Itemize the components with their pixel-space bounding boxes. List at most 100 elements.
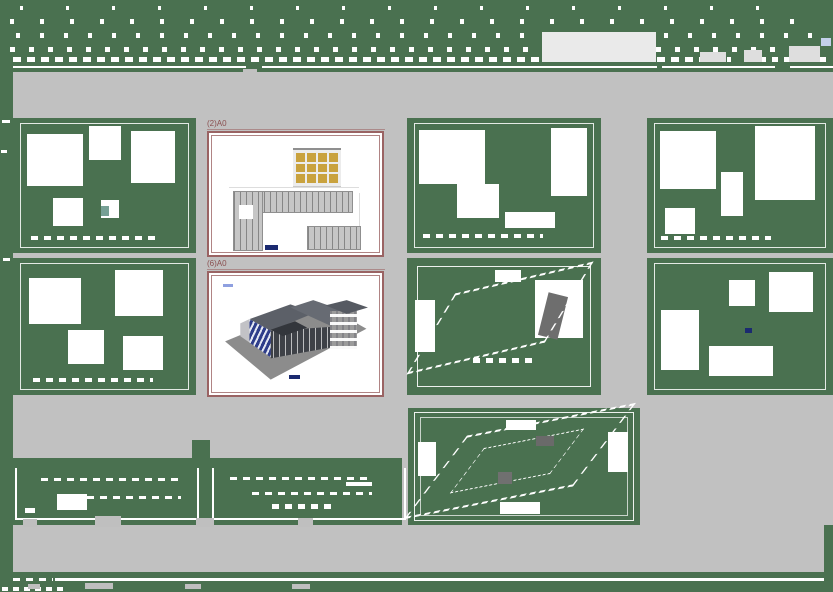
title-mark-navy [265,245,278,250]
courtyard-cut [239,205,253,219]
fragment-dashes [252,492,372,495]
view-window-slab-2[interactable] [404,402,640,525]
fragment-patch [419,130,485,184]
ribbon-button-remnant [744,50,762,62]
taskbar-blob [298,518,313,527]
elevation-thumbnail [293,148,341,188]
fragment-dashes [661,236,771,240]
fragment-dashes [423,234,543,238]
bottom-window-ghost-b[interactable] [212,468,406,520]
fragment-patch [755,126,815,200]
ribbon-speckle-row [16,33,816,38]
sheet-page[interactable] [207,131,384,257]
fragment-patch [495,270,521,282]
fragment-dashes [473,358,535,363]
fragment-patch [500,502,540,514]
ribbon-bottom-line [13,66,246,68]
fragment-patch [665,208,695,234]
fragment-patch [25,508,35,513]
taskbar-blob [196,518,214,527]
fragment-patch [769,272,813,312]
ribbon-button-remnant [700,52,726,62]
sheet-page[interactable] [207,271,384,397]
fragment-patch [551,128,587,196]
dimension-line [229,187,359,188]
fragment-patch [457,184,499,218]
ribbon-bottom-line [662,66,775,68]
floor-plan-left-wing [233,191,263,251]
fragment-dashes [31,236,161,240]
fragment-teal [101,206,109,216]
fragment-patch [418,442,436,476]
canvas-notch [192,440,210,458]
bottom-grey-bit [185,584,201,589]
bottom-grey-bit [292,584,310,589]
3d-building-view [219,281,371,387]
bottom-fragment-dashes [2,587,68,591]
taskbar-line-dashes [13,578,53,581]
fragment-patch [608,432,628,472]
fragment-patch [709,346,773,376]
sheet-label-rule [207,269,385,270]
fragment-blue [223,284,233,287]
fragment-patch [506,420,536,430]
dark-mass-remnant [536,436,554,446]
fragment-patch [53,198,83,226]
view-window-ghost-1[interactable] [13,118,196,253]
ribbon-bottom-line [790,66,833,68]
bottom-grey-bit [28,584,40,589]
dark-mass-remnant [498,472,512,484]
taskbar-blob [95,516,121,527]
fragment-patch [729,280,755,306]
fragment-patch [3,258,10,261]
view-window-ghost-8[interactable] [647,258,833,395]
fragment-patch [115,270,163,316]
bottom-window-ghost-a[interactable] [15,468,199,520]
fragment-dashes [33,378,153,382]
fragment-patch [415,300,435,352]
sheet-preview-2a0[interactable]: (2)A0 [205,116,385,257]
sheet-label: (6)A0 [207,259,227,268]
ribbon-bottom-line [262,66,657,68]
ribbon-speckle-row [13,57,731,62]
fragment-patch [29,278,81,324]
fragment-dashes [272,504,332,509]
fragment-patch [68,330,104,364]
bottom-grey-bit [85,583,113,589]
fragment-patch [1,150,7,153]
ribbon-button-remnant [789,46,820,62]
floor-plan-right-wing [307,226,361,250]
taskbar-line [55,578,824,581]
view-window-ghost-5[interactable] [13,258,196,395]
fragment-patch [505,212,555,228]
fragment-patch [660,131,716,189]
status-band-remnant [13,525,824,572]
sheet-label: (2)A0 [207,119,227,128]
fragment-patch [89,126,121,160]
fragment-blue [821,38,831,46]
fragment-patch [2,120,10,123]
view-window-slab-1[interactable] [406,258,601,395]
ribbon-panel-remnant [542,32,656,62]
side-wall-left [240,319,250,343]
view-window-ghost-4[interactable] [647,118,833,253]
fragment-patch [661,310,699,370]
fragment-dashes [41,478,181,481]
fragment-patch [721,172,743,216]
tower-block [329,310,358,349]
view-window-ghost-3[interactable] [407,118,601,253]
fragment-patch [123,336,163,370]
fragment-patch [27,134,83,186]
dimension-line [359,193,360,247]
fragment-patch [346,482,372,486]
ribbon-speckle-row [10,19,815,24]
bottom-left-transparent-region [13,458,402,525]
fragment-dashes [61,496,181,499]
title-mark-navy [745,328,752,333]
sheet-preview-6a0[interactable]: (6)A0 [205,256,385,397]
floor-plan-top-bar [233,191,353,213]
sheet-frame-remnant [414,412,634,521]
sheet-label-rule [207,129,385,130]
ribbon-speckle-row [10,47,822,52]
